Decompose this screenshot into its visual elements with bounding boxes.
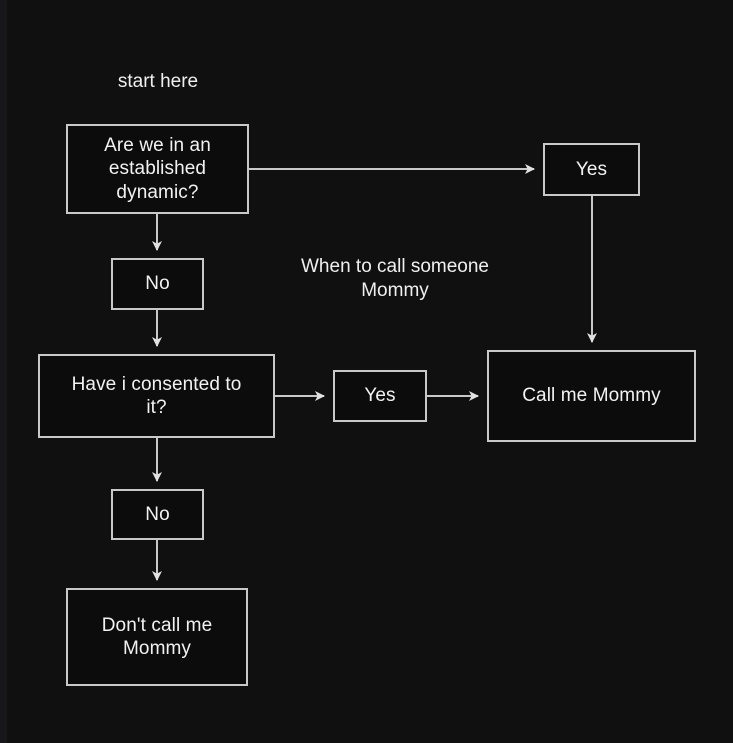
node-label: Yes — [364, 385, 396, 407]
node-q-established-dynamic[interactable]: Are we in an established dynamic? — [66, 124, 249, 214]
start-here-label: start here — [117, 71, 199, 92]
node-q-consented[interactable]: Have i consented to it? — [38, 354, 275, 438]
node-label: Are we in an established dynamic? — [104, 135, 211, 203]
node-no-second[interactable]: No — [111, 489, 204, 540]
node-call-me-mommy[interactable]: Call me Mommy — [487, 350, 696, 442]
node-label: Call me Mommy — [522, 385, 661, 407]
node-yes-top[interactable]: Yes — [543, 143, 640, 196]
node-no-first[interactable]: No — [111, 258, 204, 310]
node-dont-call-me-mommy[interactable]: Don't call me Mommy — [66, 588, 248, 686]
node-label: No — [145, 503, 170, 525]
diagram-title: When to call someone Mommy — [301, 256, 489, 301]
node-label: No — [145, 273, 170, 295]
node-label: Don't call me Mommy — [101, 614, 213, 659]
node-label: Yes — [575, 158, 608, 180]
left-edge-strip — [0, 0, 7, 743]
node-label: Have i consented to it? — [71, 373, 242, 418]
node-yes-middle[interactable]: Yes — [333, 370, 427, 422]
